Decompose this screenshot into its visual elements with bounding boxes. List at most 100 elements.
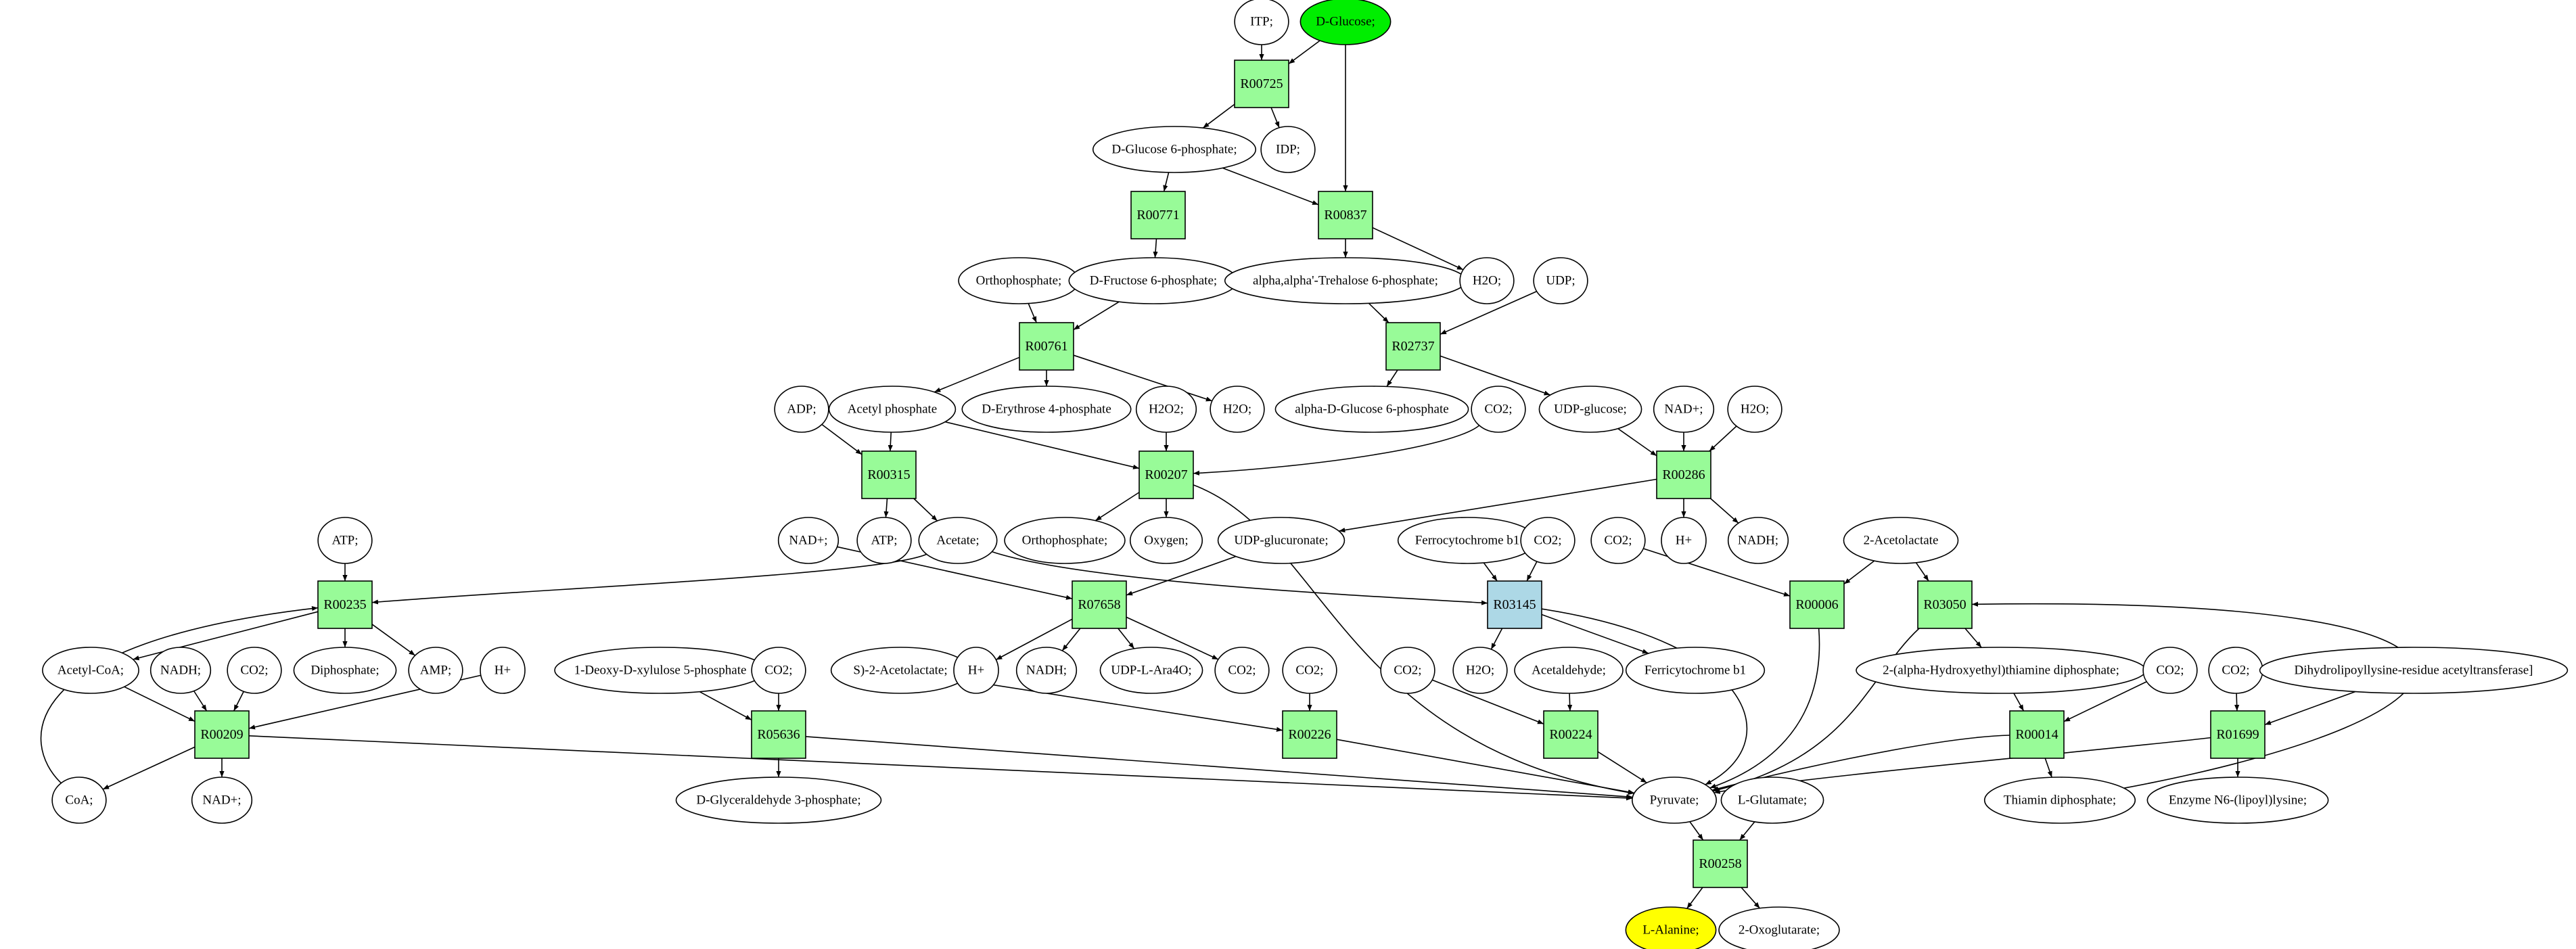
- compound-node-h2o2[interactable]: H2O2;: [1135, 386, 1197, 433]
- reaction-node-R00725[interactable]: R00725: [1234, 60, 1289, 108]
- compound-ellipse[interactable]: [2259, 647, 2569, 694]
- compound-node-co2_j[interactable]: CO2;: [2208, 647, 2263, 694]
- compound-node-co2_b[interactable]: CO2;: [1520, 517, 1576, 564]
- reaction-node-R00014[interactable]: R00014: [2009, 710, 2065, 759]
- compound-node-hplus_b[interactable]: H+: [480, 647, 526, 694]
- compound-ellipse[interactable]: [856, 517, 912, 564]
- compound-node-diphos[interactable]: Diphosphate;: [293, 647, 397, 694]
- compound-node-co2_c[interactable]: CO2;: [1590, 517, 1646, 564]
- compound-ellipse[interactable]: [1274, 386, 1469, 433]
- compound-node-alanine[interactable]: L-Alanine;: [1625, 906, 1717, 949]
- compound-ellipse[interactable]: [1632, 777, 1717, 824]
- compound-ellipse[interactable]: [1727, 517, 1789, 564]
- compound-node-coa[interactable]: CoA;: [51, 777, 107, 824]
- compound-node-nadh_a[interactable]: NADH;: [1727, 517, 1789, 564]
- compound-ellipse[interactable]: [51, 777, 107, 824]
- compound-node-ortho1[interactable]: Orthophosphate;: [958, 257, 1080, 304]
- reaction-box[interactable]: [1487, 580, 1542, 629]
- compound-node-amp[interactable]: AMP;: [408, 647, 463, 694]
- reaction-node-R00258[interactable]: R00258: [1693, 839, 1748, 888]
- compound-ellipse[interactable]: [1099, 647, 1203, 694]
- compound-node-h2o_a[interactable]: H2O;: [1459, 257, 1515, 304]
- compound-node-co2_i[interactable]: CO2;: [2142, 647, 2198, 694]
- reaction-node-R00224[interactable]: R00224: [1543, 710, 1598, 759]
- compound-node-co2_g[interactable]: CO2;: [1282, 647, 1337, 694]
- compound-ellipse[interactable]: [1234, 0, 1289, 45]
- compound-ellipse[interactable]: [1210, 386, 1265, 433]
- compound-ellipse[interactable]: [751, 647, 806, 694]
- compound-ellipse[interactable]: [317, 517, 373, 564]
- compound-node-tre6p[interactable]: alpha,alpha'-Trehalose 6-phosphate;: [1224, 257, 1467, 304]
- reaction-box[interactable]: [1543, 710, 1598, 759]
- compound-ellipse[interactable]: [1260, 126, 1316, 173]
- compound-node-itp[interactable]: ITP;: [1234, 0, 1289, 45]
- reaction-node-R00837[interactable]: R00837: [1318, 191, 1373, 239]
- compound-ellipse[interactable]: [1538, 386, 1642, 433]
- reaction-box[interactable]: [1019, 322, 1074, 371]
- compound-ellipse[interactable]: [1843, 517, 1959, 564]
- compound-node-adp[interactable]: ADP;: [774, 386, 829, 433]
- compound-node-co2_h[interactable]: CO2;: [1380, 647, 1435, 694]
- compound-ellipse[interactable]: [1471, 386, 1526, 433]
- compound-node-nadh_b[interactable]: NADH;: [150, 647, 212, 694]
- compound-node-nad_a[interactable]: NAD+;: [1653, 386, 1715, 433]
- compound-node-hethtpp[interactable]: 2-(alpha-Hydroxyethyl)thiamine diphospha…: [1856, 647, 2146, 694]
- compound-node-dglucose[interactable]: D-Glucose;: [1300, 0, 1392, 45]
- compound-ellipse[interactable]: [1452, 647, 1508, 694]
- compound-ellipse[interactable]: [1380, 647, 1435, 694]
- compound-node-nad_b[interactable]: NAD+;: [777, 517, 840, 564]
- compound-ellipse[interactable]: [1092, 126, 1257, 173]
- reaction-box[interactable]: [1234, 60, 1289, 108]
- reaction-node-R00209[interactable]: R00209: [194, 710, 250, 759]
- compound-node-h2o_b[interactable]: H2O;: [1210, 386, 1265, 433]
- compound-node-ag6p[interactable]: alpha-D-Glucose 6-phosphate: [1274, 386, 1469, 433]
- compound-ellipse[interactable]: [1459, 257, 1515, 304]
- compound-ellipse[interactable]: [1135, 386, 1197, 433]
- compound-node-e4p[interactable]: D-Erythrose 4-phosphate: [961, 386, 1132, 433]
- compound-node-dihydro[interactable]: Dihydrolipoyllysine-residue acetyltransf…: [2259, 647, 2569, 694]
- reaction-node-R00286[interactable]: R00286: [1656, 450, 1711, 499]
- reaction-node-R03050[interactable]: R03050: [1917, 580, 1973, 629]
- compound-node-acetald[interactable]: Acetaldehyde;: [1514, 647, 1624, 694]
- compound-node-acetate[interactable]: Acetate;: [918, 517, 998, 564]
- reaction-box[interactable]: [1385, 322, 1441, 371]
- compound-ellipse[interactable]: [1983, 777, 2136, 824]
- compound-node-atp_a[interactable]: ATP;: [317, 517, 373, 564]
- compound-ellipse[interactable]: [1653, 386, 1715, 433]
- compound-ellipse[interactable]: [480, 647, 526, 694]
- compound-node-ferro[interactable]: Ferrocytochrome b1: [1397, 517, 1538, 564]
- compound-ellipse[interactable]: [961, 386, 1132, 433]
- compound-ellipse[interactable]: [293, 647, 397, 694]
- compound-ellipse[interactable]: [1514, 647, 1624, 694]
- compound-ellipse[interactable]: [408, 647, 463, 694]
- reaction-node-R00235[interactable]: R00235: [317, 580, 373, 629]
- reaction-node-R07658[interactable]: R07658: [1072, 580, 1127, 629]
- reaction-box[interactable]: [1072, 580, 1127, 629]
- reaction-box[interactable]: [1789, 580, 1845, 629]
- compound-ellipse[interactable]: [828, 386, 957, 433]
- compound-ellipse[interactable]: [150, 647, 212, 694]
- compound-ellipse[interactable]: [1129, 517, 1203, 564]
- reaction-box[interactable]: [1318, 191, 1373, 239]
- compound-ellipse[interactable]: [1718, 906, 1840, 949]
- compound-ellipse[interactable]: [42, 647, 139, 694]
- compound-ellipse[interactable]: [1282, 647, 1337, 694]
- compound-node-lipoyl[interactable]: Enzyme N6-(lipoyl)lysine;: [2146, 777, 2329, 824]
- compound-node-g6p[interactable]: D-Glucose 6-phosphate;: [1092, 126, 1257, 173]
- compound-ellipse[interactable]: [777, 517, 840, 564]
- compound-node-nadh_c[interactable]: NADH;: [1015, 647, 1078, 694]
- compound-ellipse[interactable]: [1217, 517, 1346, 564]
- compound-node-acetolac[interactable]: 2-Acetolactate: [1843, 517, 1959, 564]
- reaction-node-R01699[interactable]: R01699: [2210, 710, 2266, 759]
- compound-node-hplus_a[interactable]: H+: [1661, 517, 1707, 564]
- compound-ellipse[interactable]: [1004, 517, 1126, 564]
- compound-ellipse[interactable]: [1590, 517, 1646, 564]
- compound-node-oxygen[interactable]: Oxygen;: [1129, 517, 1203, 564]
- compound-node-tpp[interactable]: Thiamin diphosphate;: [1983, 777, 2136, 824]
- reaction-box[interactable]: [1656, 450, 1711, 499]
- compound-node-h2o_d[interactable]: H2O;: [1452, 647, 1508, 694]
- compound-ellipse[interactable]: [1625, 906, 1717, 949]
- reaction-box[interactable]: [1138, 450, 1194, 499]
- compound-node-udpara[interactable]: UDP-L-Ara4O;: [1099, 647, 1203, 694]
- compound-ellipse[interactable]: [1533, 257, 1588, 304]
